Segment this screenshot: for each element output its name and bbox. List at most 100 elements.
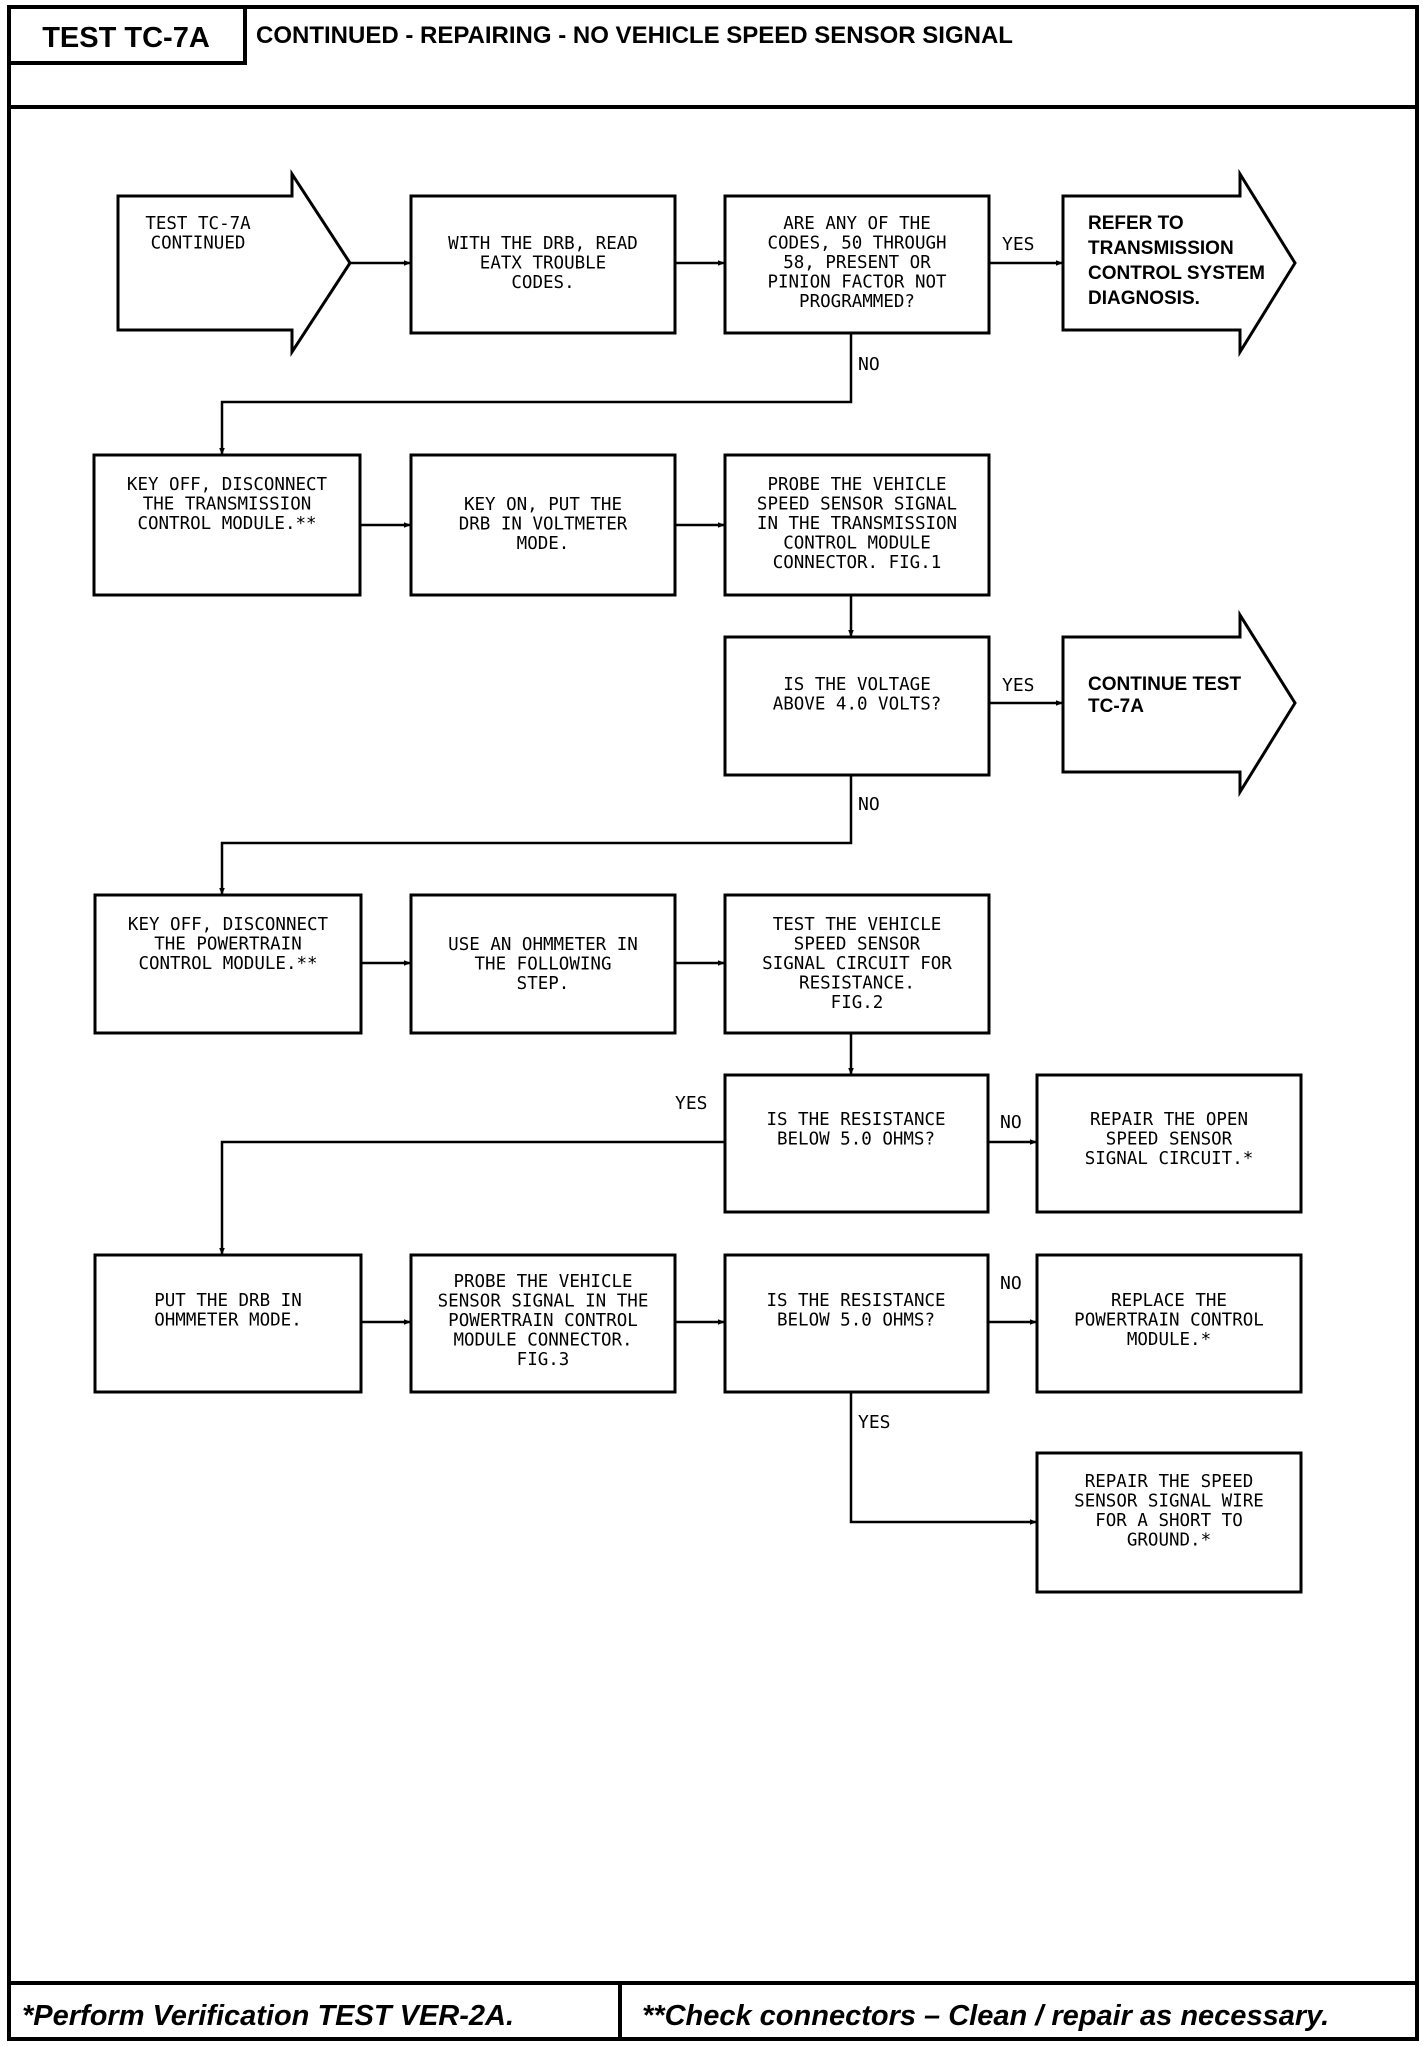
step-text-line: CODES. (511, 273, 574, 293)
codes-question-box (723, 194, 991, 335)
connector-res2-yes (849, 1392, 1037, 1525)
connector-voltage-no (219, 775, 853, 895)
page-frame (7, 5, 1419, 2041)
step-text-line: TC-7A (1088, 696, 1144, 717)
header: TEST TC-7A CONTINUED - REPAIRING - NO VE… (7, 5, 1417, 109)
step-text-line: BELOW 5.0 OHMS? (777, 1311, 935, 1331)
step-text-line: SPEED SENSOR (1106, 1130, 1233, 1150)
probe-pcm-box (409, 1253, 677, 1394)
repair-short-box (1035, 1451, 1303, 1594)
res1-yes-label: YES (675, 1093, 708, 1114)
step-text-line: KEY ON, PUT THE (464, 495, 622, 515)
repair-open-box (1035, 1073, 1303, 1214)
step-text-line: IS THE VOLTAGE (783, 675, 931, 695)
step-text-line: GROUND.* (1127, 1531, 1211, 1551)
step-text-line: CONTROL MODULE (783, 534, 931, 554)
step-text-line: SENSOR SIGNAL IN THE (438, 1292, 649, 1312)
verification-note: *Perform Verification TEST VER-2A. (22, 2000, 514, 2032)
key-off-pcm-box (93, 893, 363, 1035)
res1-no-label: NO (1000, 1112, 1022, 1133)
step-text-line: KEY OFF, DISCONNECT (127, 475, 328, 495)
codes-yes-label: YES (1002, 234, 1035, 255)
step-text-line: PUT THE DRB IN (154, 1291, 302, 1311)
step-text-line: DIAGNOSIS. (1088, 288, 1200, 309)
step-text-line: SIGNAL CIRCUIT.* (1085, 1149, 1254, 1169)
step-text-line: CONNECTOR. FIG.1 (773, 553, 942, 573)
res2-yes-label: YES (858, 1412, 891, 1433)
step-text-line: PROGRAMMED? (799, 292, 915, 312)
step-text-line: WITH THE DRB, READ (448, 234, 638, 254)
step-text-line: CONTROL MODULE.** (138, 954, 317, 974)
key-on-voltmeter-box (409, 453, 677, 597)
read-codes-box (409, 194, 677, 335)
step-text-line: SPEED SENSOR (794, 935, 921, 955)
step-text-line: MODULE.* (1127, 1330, 1211, 1350)
step-text-line: USE AN OHMMETER IN (448, 935, 638, 955)
step-text-line: PROBE THE VEHICLE (453, 1272, 632, 1292)
page-title: CONTINUED - REPAIRING - NO VEHICLE SPEED… (256, 22, 1013, 49)
step-text-line: IS THE RESISTANCE (766, 1110, 945, 1130)
resistance-question-1-box (723, 1073, 990, 1214)
test-resistance-box (723, 893, 991, 1035)
step-text-line: OHMMETER MODE. (154, 1311, 302, 1331)
connector-note: **Check connectors – Clean / repair as n… (642, 2000, 1329, 2032)
step-text-line: TEST THE VEHICLE (773, 915, 942, 935)
step-text-line: CONTINUE TEST (1088, 674, 1241, 695)
step-text-line: MODE. (517, 534, 570, 554)
step-text-line: THE TRANSMISSION (143, 495, 312, 515)
connector-res1-yes (219, 1140, 725, 1255)
step-text-line: SPEED SENSOR SIGNAL (757, 495, 957, 515)
connector-codes-no (219, 333, 853, 455)
voltage-question-box (723, 635, 991, 777)
resistance-question-2-box (723, 1253, 990, 1394)
probe-tcm-box (723, 453, 991, 597)
res2-no-label: NO (1000, 1273, 1022, 1294)
step-text-line: IN THE TRANSMISSION (757, 514, 957, 534)
drb-ohmmeter-box (93, 1253, 363, 1394)
start-arrow-shape (116, 168, 352, 358)
refer-arrow-shape (1061, 168, 1297, 358)
step-text-line: SIGNAL CIRCUIT FOR (762, 954, 952, 974)
step-text-line: FIG.3 (517, 1350, 570, 1370)
key-off-tcm-box (92, 453, 362, 597)
step-text-line: FIG.2 (831, 993, 884, 1013)
step-text-line: CONTROL MODULE.** (137, 514, 316, 534)
step-text-line: TRANSMISSION (1088, 238, 1234, 259)
voltage-yes-label: YES (1002, 675, 1035, 696)
step-text-line: RESISTANCE. (799, 974, 915, 994)
step-text-line: PINION FACTOR NOT (767, 273, 947, 293)
step-text-line: POWERTRAIN CONTROL (448, 1311, 638, 1331)
replace-pcm-box (1035, 1253, 1303, 1394)
step-text-line: ABOVE 4.0 VOLTS? (773, 695, 942, 715)
step-text-line: CONTINUED (151, 234, 246, 254)
step-text-line: KEY OFF, DISCONNECT (128, 915, 329, 935)
step-text-line: IS THE RESISTANCE (766, 1291, 945, 1311)
step-text-line: PROBE THE VEHICLE (767, 475, 946, 495)
step-text-line: MODULE CONNECTOR. (453, 1331, 632, 1351)
step-text-line: BELOW 5.0 OHMS? (777, 1130, 935, 1150)
step-text-line: SENSOR SIGNAL WIRE (1074, 1492, 1264, 1512)
step-text-line: REPAIR THE OPEN (1090, 1110, 1248, 1130)
use-ohmmeter-box (409, 893, 677, 1035)
step-text-line: ARE ANY OF THE (783, 214, 931, 234)
step-text-line: 58, PRESENT OR (783, 253, 931, 273)
step-text-line: EATX TROUBLE (480, 254, 606, 274)
